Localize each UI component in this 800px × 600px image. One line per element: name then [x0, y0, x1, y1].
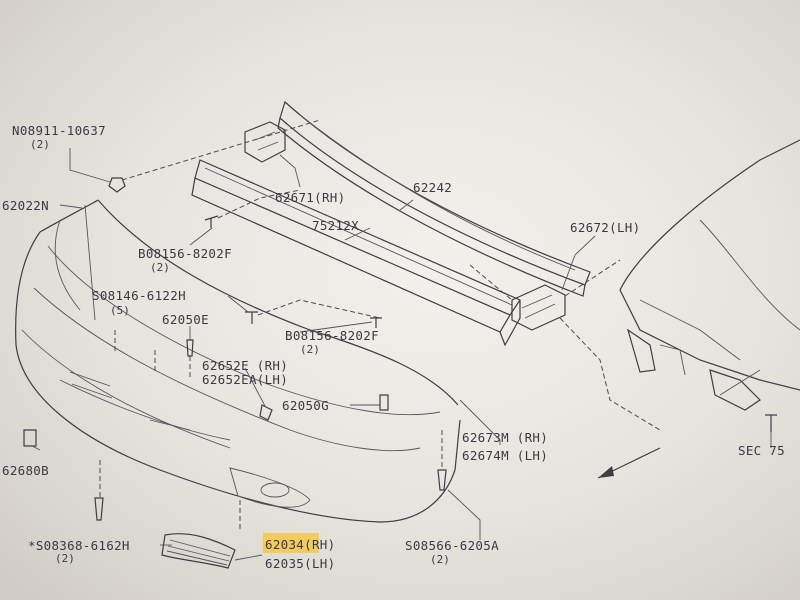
screw-s08566-icon [437, 469, 447, 491]
label-62674m: 62674M (LH) [462, 448, 548, 463]
label-s08566: S08566-6205A [405, 538, 499, 553]
clip-62652e-icon [259, 404, 273, 421]
label-62652e: 62652E (RH) [202, 358, 288, 373]
label-b08156-a: B08156-8202F [138, 246, 232, 261]
clip-62050e-icon [186, 339, 194, 357]
label-b08156-b: B08156-8202F [285, 328, 379, 343]
label-62672: 62672(LH) [570, 220, 640, 235]
label-b08156-b-qty: (2) [300, 343, 320, 356]
leader-lines [31, 148, 772, 561]
label-n08911: N08911-10637 [12, 123, 106, 138]
label-62673m: 62673M (RH) [462, 430, 548, 445]
label-s08566-qty: (2) [430, 553, 450, 566]
assembly-guides [99, 119, 661, 530]
label-b08156-a-qty: (2) [150, 261, 170, 274]
highlight-62034 [263, 533, 319, 553]
bolt-sec-icon [765, 414, 777, 432]
label-62242: 62242 [413, 180, 452, 195]
retainer-62242 [277, 100, 591, 297]
screw-s08368-icon [94, 497, 104, 521]
label-n08911-qty: (2) [30, 138, 50, 151]
vehicle-body [619, 139, 800, 411]
label-62035: 62035(LH) [265, 556, 335, 571]
bolt-b08156-b-icon [370, 317, 382, 328]
label-62652ea: 62652EA(LH) [202, 372, 288, 387]
label-sec: SEC 75 [738, 443, 785, 458]
grille-62034 [161, 533, 236, 569]
bolt-b08156-a-icon [204, 215, 219, 228]
fasteners [23, 177, 777, 521]
bracket-62672 [511, 284, 566, 331]
label-62050e: 62050E [162, 312, 209, 327]
label-62671: 62671(RH) [275, 190, 345, 205]
label-62022n: 62022N [2, 198, 49, 213]
label-62050g: 62050G [282, 398, 329, 413]
clip-62680b-icon [23, 429, 37, 447]
nut-n08911-icon [108, 177, 126, 193]
label-75212x: 75212X [312, 218, 359, 233]
reinforcement-75212x [191, 159, 521, 347]
bumper-cover [15, 199, 461, 523]
screw-s08146-icon [245, 311, 258, 324]
bracket-62671 [244, 121, 286, 163]
label-62034: 62034(RH) [265, 537, 335, 552]
label-62680b: 62680B [2, 463, 49, 478]
direction-arrow-icon [597, 447, 661, 479]
clip-62050g-icon [379, 394, 389, 411]
label-s08146: S08146-6122H [92, 288, 186, 303]
label-s08368-qty: (2) [55, 552, 75, 565]
label-s08368: *S08368-6162H [28, 538, 130, 553]
label-s08146-qty: (5) [110, 304, 130, 317]
